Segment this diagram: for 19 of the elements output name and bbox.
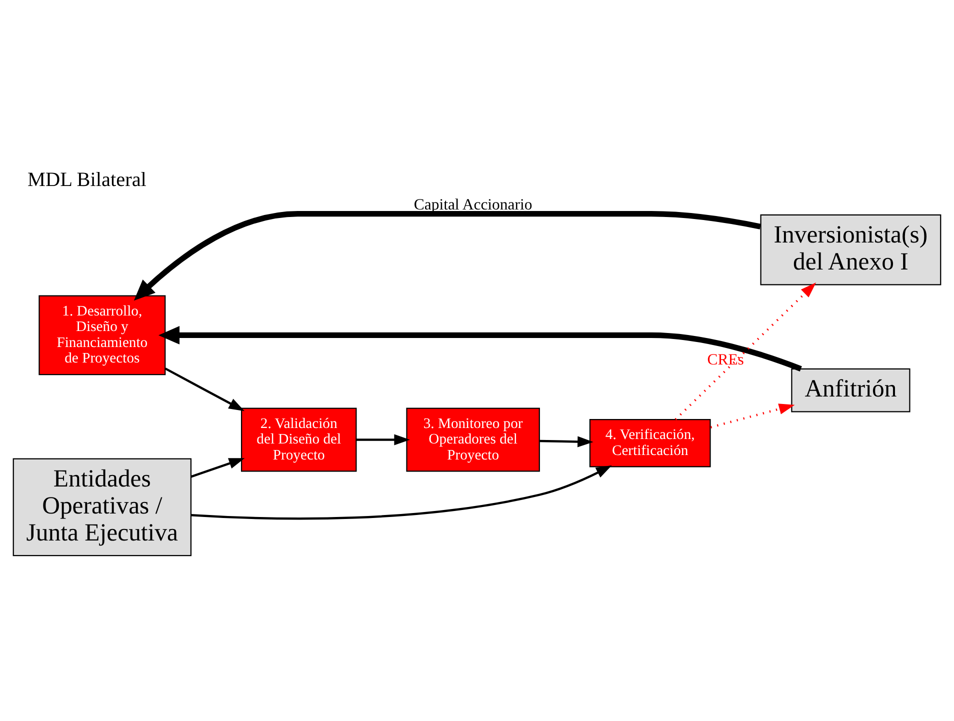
arrow	[674, 282, 816, 420]
node-box: 4. Verificación, Certificación	[589, 418, 711, 468]
arrow	[164, 368, 245, 412]
arrow	[134, 211, 761, 301]
arrow	[191, 465, 612, 520]
node-box: 1. Desarrollo, Diseño y Financiamiento de Proyectos	[38, 295, 166, 376]
edge-label: CREs	[707, 352, 744, 369]
node-box: 2. Validación del Diseño del Proyecto	[240, 408, 357, 472]
arrow	[158, 326, 802, 372]
arrow	[356, 434, 410, 446]
arrow	[710, 404, 795, 428]
edge-label: Capital Accionario	[414, 196, 532, 214]
arrow	[190, 458, 245, 478]
diagram-title: MDL Bilateral	[28, 169, 146, 192]
node-box: Entidades Operativas / Junta Ejecutiva	[12, 458, 192, 556]
arrow	[540, 436, 594, 448]
node-box: 3. Monitoreo por Operadores del Proyecto	[406, 408, 540, 472]
node-box: Anfitrión	[791, 368, 910, 412]
node-box: Inversionista(s) del Anexo I	[760, 214, 942, 286]
